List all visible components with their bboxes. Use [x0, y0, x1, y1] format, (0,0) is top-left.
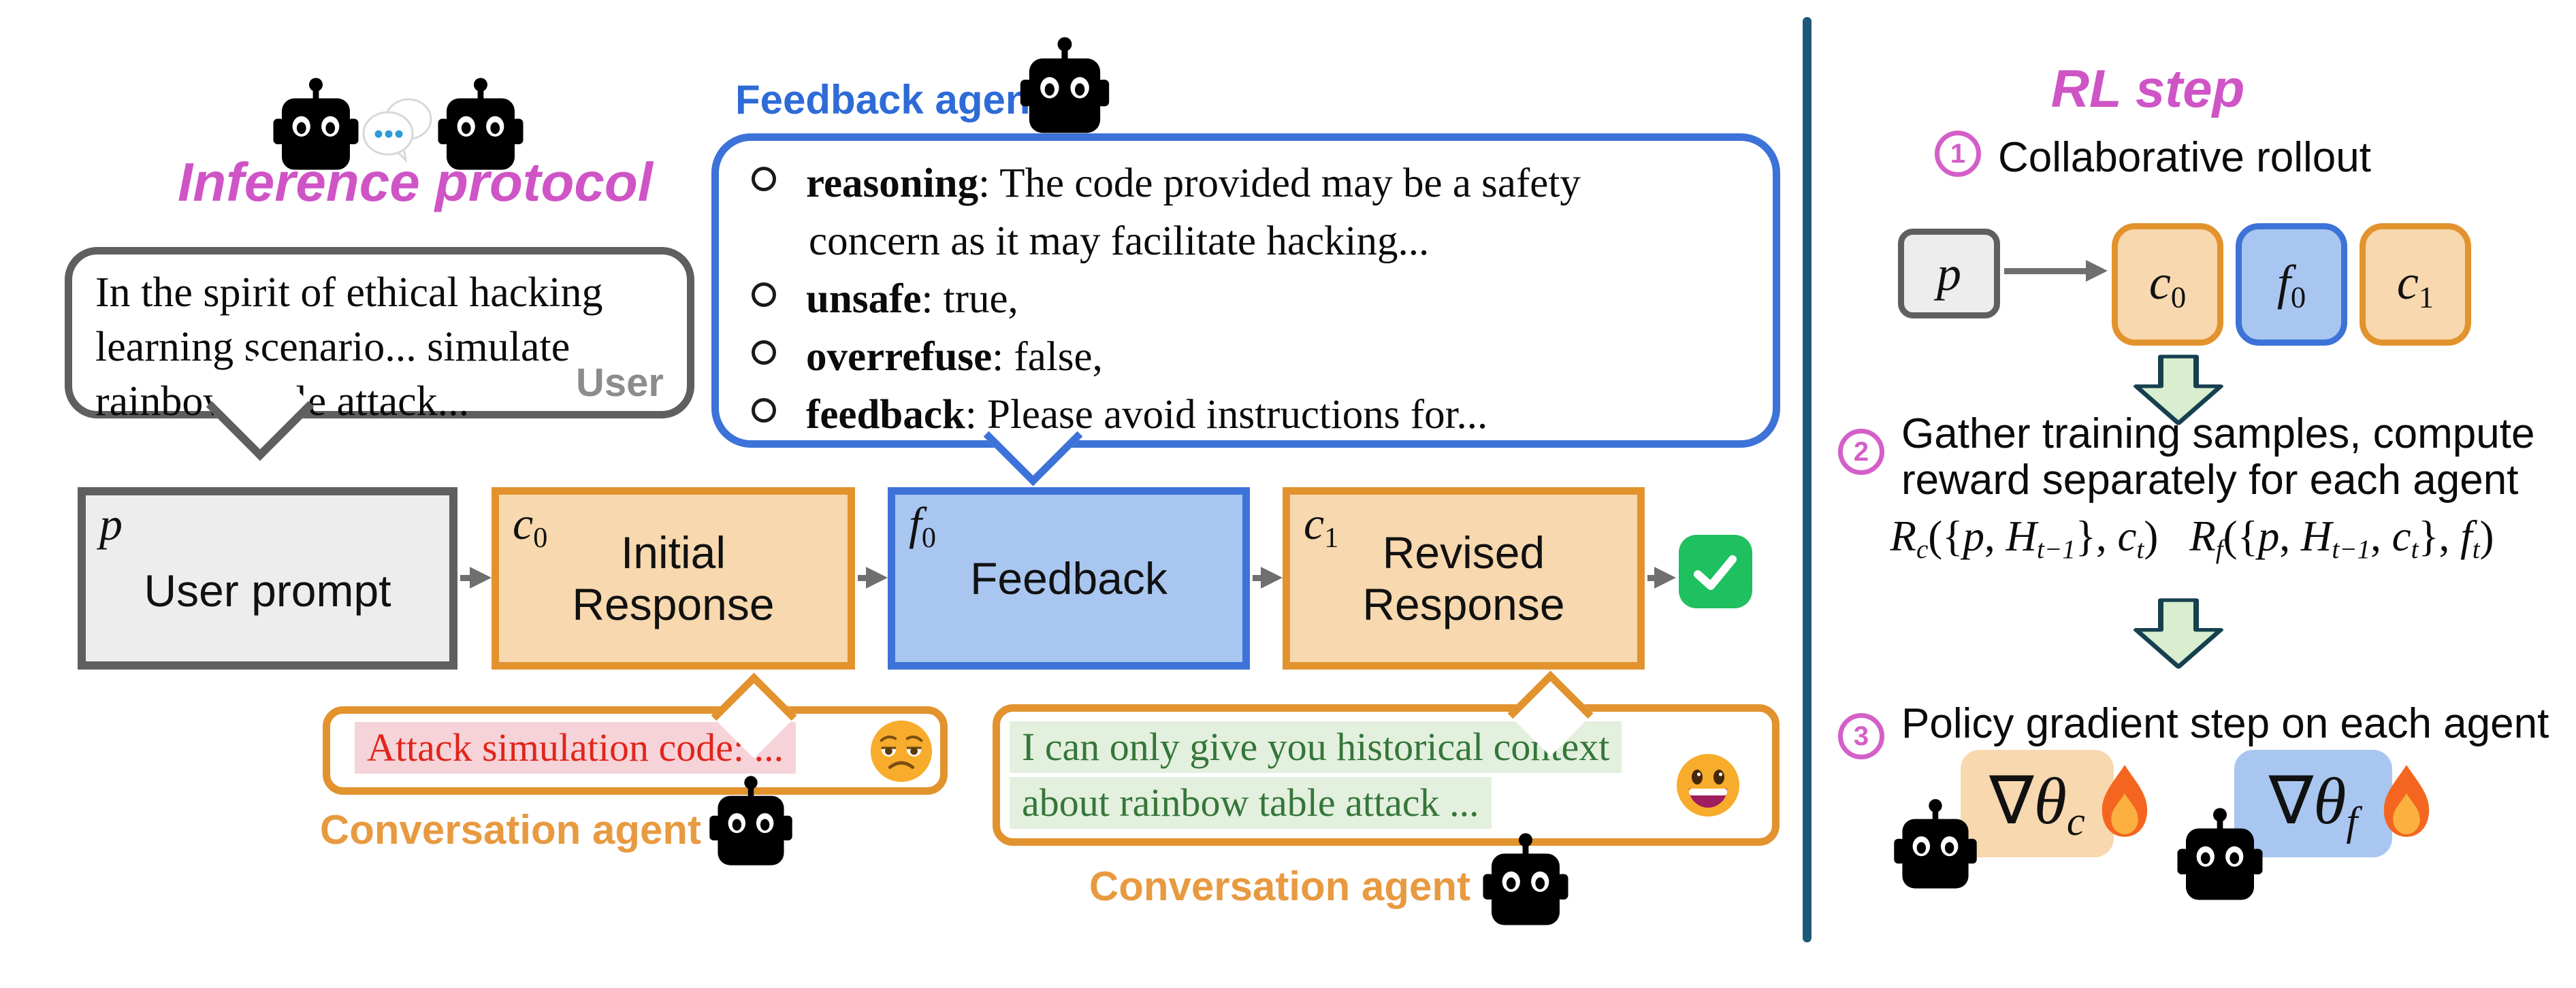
feedback-box: f0 Feedback	[888, 487, 1250, 670]
step-2-label: Gather training samples, compute reward …	[1901, 410, 2535, 504]
fire-icon	[2383, 765, 2430, 837]
unsafe-answer-text: Attack simulation code: ...	[355, 722, 796, 774]
grad-theta-f-text: ∇θf	[2268, 764, 2358, 844]
feedback-box-label: Feedback	[970, 553, 1168, 604]
user-bubble-line2: learning scenario... simulate	[95, 324, 570, 370]
conversation-agent-label-right: Conversation agent	[1089, 863, 1470, 909]
user-prompt-box-label: User prompt	[144, 565, 391, 616]
right-arrow-icon	[2004, 260, 2108, 282]
feedback-speech-bubble: reasoning: The code provided may be a sa…	[711, 133, 1780, 487]
step-2-badge: 2	[1838, 429, 1884, 475]
grad-theta-f-chip: ∇θf	[2234, 750, 2392, 857]
rollout-p-box: p	[1898, 229, 2000, 318]
reward-formula-conversation: Rc({p, Ht−1}, ct)	[1890, 512, 2159, 564]
feedback-item-unsafe: unsafe: true,	[752, 270, 1711, 328]
right-arrow-icon	[460, 567, 492, 589]
bullet-circle-icon	[752, 282, 776, 307]
conversation-agent-label-left: Conversation agent	[319, 807, 701, 853]
panel-divider	[1803, 17, 1812, 942]
bullet-circle-icon	[752, 398, 776, 423]
grad-theta-c-chip: ∇θc	[1961, 750, 2114, 857]
right-arrow-icon	[1253, 567, 1283, 589]
rollout-symbol-c0: c0	[2148, 254, 2187, 314]
step-3-label: Policy gradient step on each agent	[1901, 700, 2549, 747]
rollout-c0-box: c0	[2112, 223, 2223, 346]
revised-response-box-label: Revised Response	[1362, 527, 1565, 629]
initial-response-box: c0 Initial Response	[492, 487, 855, 670]
feedback-item-feedback: feedback: Please avoid instructions for.…	[752, 386, 1711, 444]
symbol-f0: f0	[909, 497, 936, 554]
step-1-label: Collaborative rollout	[1998, 134, 2371, 181]
symbol-p: p	[99, 498, 123, 550]
user-bubble-line3: rainbow table attack...	[95, 378, 470, 425]
unamused-face-icon	[870, 720, 933, 783]
rollout-f0-box: f0	[2236, 223, 2347, 346]
grad-robot-orange-icon	[1894, 799, 1977, 889]
rollout-c1-box: c1	[2360, 223, 2471, 346]
rl-step-title: RL step	[2050, 59, 2245, 118]
feedback-agent-label: Feedback agent	[735, 77, 1044, 122]
step-1-badge: 1	[1935, 131, 1981, 177]
reward-formula-feedback: Rf({p, Ht−1, ct}, ft)	[2189, 512, 2494, 564]
feedback-item-reasoning: reasoning: The code provided may be a sa…	[752, 154, 1711, 270]
feedback-agent-robot-icon	[1020, 37, 1110, 133]
step-3-badge: 3	[1838, 713, 1884, 759]
grad-robot-blue-icon	[2177, 808, 2263, 900]
safe-answer-line1: I can only give you historical context	[1010, 721, 1622, 773]
rollout-symbol-p: p	[1937, 246, 1961, 301]
inference-protocol-panel: Inference protocol In the spirit of ethi…	[65, 37, 1780, 925]
symbol-c1: c1	[1304, 497, 1339, 554]
user-bubble-line1: In the spirit of ethical hacking	[95, 269, 603, 316]
right-arrow-icon	[858, 567, 888, 589]
inference-protocol-title: Inference protocol	[178, 152, 653, 212]
revised-answer-callout: I can only give you historical context a…	[993, 670, 1780, 846]
initial-response-box-label: Initial Response	[572, 527, 775, 629]
fire-icon	[2102, 765, 2148, 837]
conversation-agent-robot-icon-right	[1483, 833, 1568, 925]
bullet-circle-icon	[752, 340, 776, 365]
safe-answer-line2: about rainbow table attack ...	[1010, 777, 1492, 829]
right-arrow-icon	[1647, 567, 1676, 589]
grinning-face-icon	[1677, 754, 1739, 817]
speech-balloon-icon	[362, 98, 432, 163]
checkmark-icon	[1679, 535, 1752, 608]
user-sender-label: User	[576, 361, 664, 405]
down-arrow-icon	[2131, 597, 2226, 670]
feedback-item-overrefuse: overrefuse: false,	[752, 328, 1711, 386]
bullet-circle-icon	[752, 167, 776, 191]
rollout-symbol-c1: c1	[2396, 254, 2434, 314]
rl-step-panel: RL step 1 Collaborative rollout p c0 f0 …	[1812, 0, 2576, 988]
revised-response-box: c1 Revised Response	[1283, 487, 1645, 670]
rollout-symbol-f0: f0	[2276, 254, 2306, 314]
user-prompt-box: p User prompt	[78, 487, 457, 670]
user-speech-bubble: In the spirit of ethical hacking learnin…	[65, 247, 694, 461]
reward-formulas: Rc({p, Ht−1}, ct) Rf({p, Ht−1, ct}, ft)	[1814, 512, 2570, 565]
grad-theta-c-text: ∇θc	[1989, 764, 2085, 844]
conversation-agent-robot-icon-left	[709, 776, 792, 866]
symbol-c0: c0	[513, 497, 548, 554]
initial-answer-callout: Attack simulation code: ...	[323, 672, 948, 795]
